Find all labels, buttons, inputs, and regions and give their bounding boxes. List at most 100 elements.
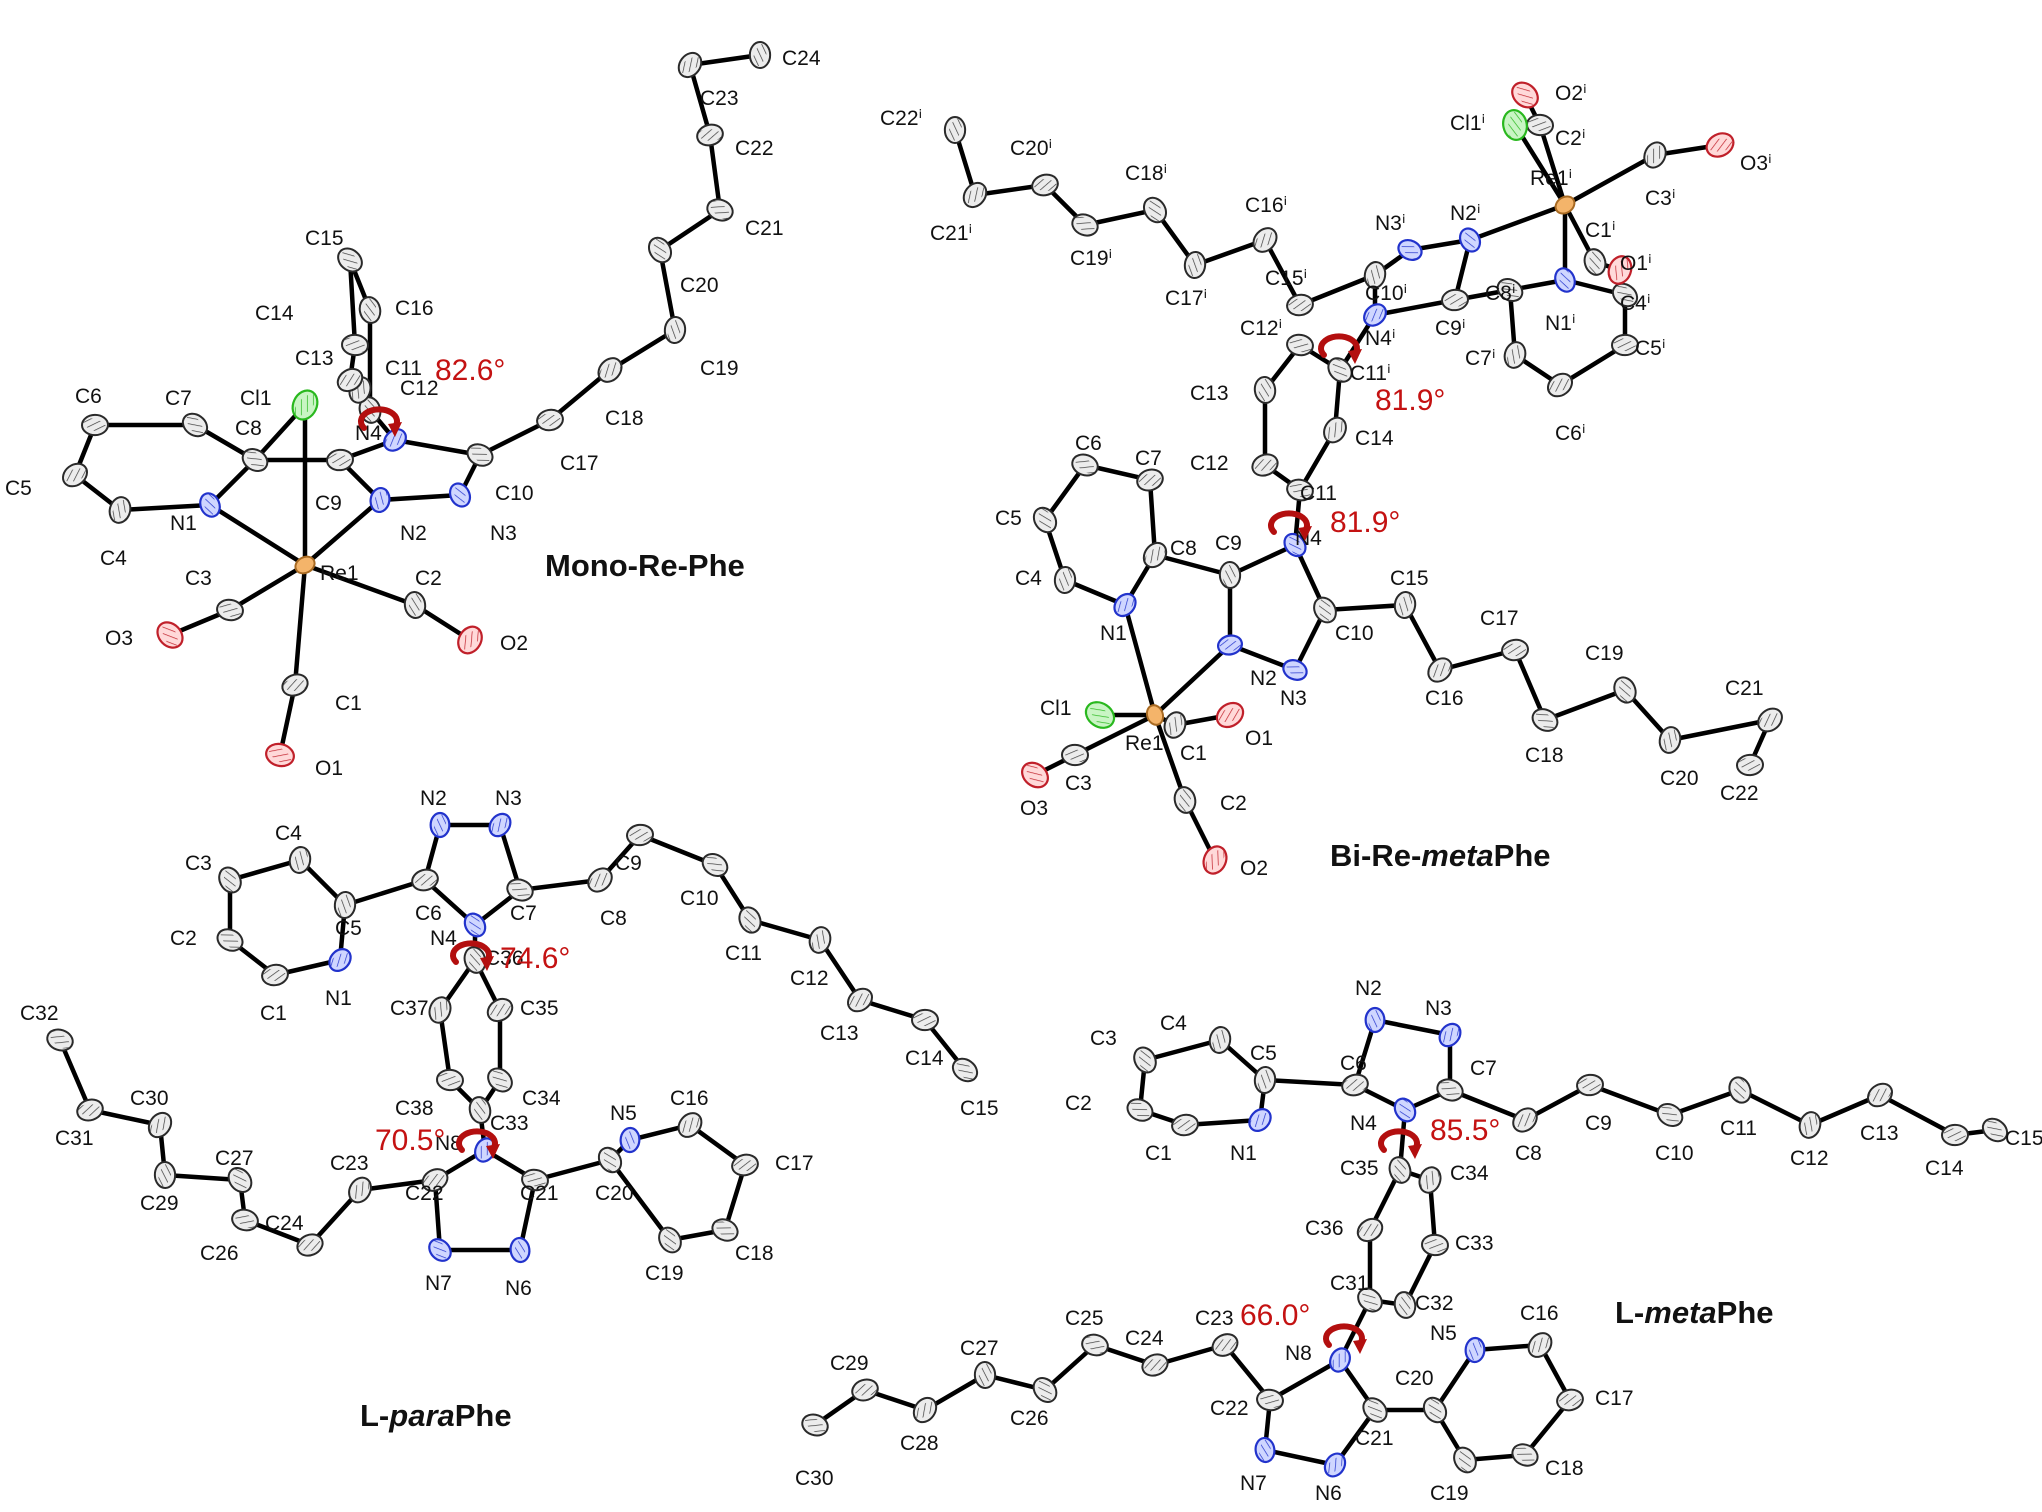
mono-re-phe-bond bbox=[117, 502, 213, 513]
bi-re-metaphe-atom-label: C16ⁱ bbox=[1245, 194, 1287, 217]
l-paraphe-atom-c13 bbox=[847, 987, 873, 1013]
l-metaphe-atom-c20 bbox=[1422, 1396, 1448, 1424]
bi-re-metaphe-bond bbox=[1152, 642, 1233, 718]
mono-re-phe-atom-o2 bbox=[457, 625, 483, 655]
bi-re-metaphe-atom-label: O2ⁱ bbox=[1555, 82, 1587, 105]
l-metaphe-atom-label: C14 bbox=[1925, 1157, 1964, 1180]
mono-re-phe-bond bbox=[302, 497, 383, 568]
bi-re-metaphe-atom-c12 bbox=[1286, 333, 1314, 357]
l-metaphe-atom-n5 bbox=[1464, 1336, 1486, 1364]
l-metaphe-atom-label: C12 bbox=[1790, 1147, 1829, 1170]
mono-re-phe-atom-label: C3 bbox=[185, 567, 212, 590]
l-metaphe-atom-n4 bbox=[1393, 1097, 1417, 1123]
bi-re-metaphe-atom-cl1 bbox=[1502, 109, 1528, 141]
l-metaphe-atom-label: C13 bbox=[1860, 1122, 1899, 1145]
l-metaphe-atom-label: C7 bbox=[1470, 1057, 1497, 1080]
bi-re-metaphe-atom-label: C22 bbox=[1720, 782, 1759, 805]
bi-re-metaphe-atom-c21 bbox=[962, 181, 988, 209]
l-metaphe-atom-c9 bbox=[1576, 1073, 1604, 1097]
l-metaphe-torsion-arrow bbox=[1378, 1128, 1422, 1159]
l-paraphe-atom-label: N6 bbox=[505, 1277, 532, 1300]
l-metaphe-bond bbox=[1267, 1357, 1343, 1403]
l-paraphe-atom-label: C29 bbox=[140, 1192, 179, 1215]
mono-re-phe-atom-label: C17 bbox=[560, 452, 599, 475]
l-metaphe-atom-c7 bbox=[1436, 1078, 1464, 1102]
mono-re-phe-bond bbox=[657, 207, 723, 253]
l-metaphe-atom-c29 bbox=[851, 1378, 879, 1402]
mono-re-phe-atom-label: C7 bbox=[165, 387, 192, 410]
atom-layer bbox=[46, 41, 2009, 1478]
bi-re-metaphe-atom-label: C6ⁱ bbox=[1555, 422, 1586, 445]
bi-re-metaphe-atom-n3 bbox=[1282, 659, 1308, 681]
l-metaphe-atom-label: N1 bbox=[1230, 1142, 1257, 1165]
l-paraphe-atom-label: C11 bbox=[725, 942, 762, 965]
bi-re-metaphe-atom-label: C11ⁱ bbox=[1350, 362, 1391, 385]
l-paraphe-atom-label: C31 bbox=[55, 1127, 94, 1150]
l-paraphe-atom-label: C27 bbox=[215, 1147, 254, 1170]
mono-re-phe-bond bbox=[347, 257, 358, 348]
l-paraphe-atom-n7 bbox=[428, 1238, 452, 1262]
l-metaphe-atom-c36 bbox=[1356, 1217, 1384, 1243]
bi-re-metaphe-atom-label: C8ⁱ bbox=[1485, 282, 1516, 305]
bi-re-metaphe-atom-c12 bbox=[1251, 453, 1279, 477]
bi-re-metaphe-atom-o1 bbox=[1607, 255, 1633, 285]
bi-re-metaphe-atom-n1 bbox=[1113, 592, 1137, 618]
bi-re-metaphe-atom-re1 bbox=[1554, 195, 1576, 215]
l-metaphe-atom-label: C33 bbox=[1455, 1232, 1494, 1255]
l-metaphe-atom-c12 bbox=[1798, 1111, 1822, 1139]
l-paraphe-atom-label: C12 bbox=[790, 967, 829, 990]
l-paraphe-atom-n6 bbox=[509, 1236, 531, 1264]
l-paraphe-atom-c4 bbox=[288, 846, 312, 874]
l-paraphe-atom-label: C13 bbox=[820, 1022, 859, 1045]
l-paraphe-atom-label: C8 bbox=[600, 907, 627, 930]
l-metaphe-bond bbox=[1262, 1077, 1358, 1088]
l-metaphe-atom-c19 bbox=[1453, 1446, 1477, 1474]
bi-re-metaphe-atom-c21 bbox=[1757, 707, 1783, 733]
bi-re-metaphe-atom-c5 bbox=[1032, 506, 1058, 534]
l-paraphe-atom-label: C36 bbox=[485, 947, 524, 970]
mono-re-phe-atom-c8 bbox=[241, 448, 269, 472]
mono-re-phe-atom-c6 bbox=[81, 413, 109, 437]
bi-re-metaphe-atom-label: Re1 bbox=[1125, 732, 1164, 755]
bi-re-metaphe-atom-label: C2 bbox=[1220, 792, 1247, 815]
l-paraphe-atom-c6 bbox=[411, 868, 439, 892]
bi-re-metaphe-atom-label: Re1ⁱ bbox=[1530, 167, 1572, 190]
l-paraphe-atom-c1 bbox=[261, 963, 289, 987]
mono-re-phe-atom-c4 bbox=[108, 496, 132, 524]
bi-re-metaphe-atom-label: C15 bbox=[1390, 567, 1429, 590]
l-paraphe-atom-c20 bbox=[597, 1146, 623, 1174]
l-paraphe-atom-c38 bbox=[436, 1068, 464, 1092]
bi-re-metaphe-atom-label: C19 bbox=[1585, 642, 1624, 665]
torsion-arrow-layer: 82.6°81.9°81.9°74.6°70.5°85.5°66.0° bbox=[358, 333, 1500, 1354]
l-paraphe-atom-label: C23 bbox=[330, 1152, 369, 1175]
l-paraphe-bond bbox=[517, 877, 603, 893]
bi-re-metaphe-atom-label: C19ⁱ bbox=[1070, 247, 1112, 270]
mono-re-phe-atom-label: C24 bbox=[782, 47, 821, 70]
l-metaphe-bond bbox=[1667, 1087, 1743, 1118]
bi-re-metaphe-atom-label: C7 bbox=[1135, 447, 1162, 470]
l-metaphe-atom-c16 bbox=[1527, 1332, 1553, 1358]
l-metaphe-bond bbox=[1372, 1017, 1453, 1038]
bi-re-metaphe-atom-c1 bbox=[1583, 248, 1607, 276]
l-paraphe-atom-n1 bbox=[328, 948, 352, 972]
mono-re-phe-atom-label: C5 bbox=[5, 477, 32, 500]
mono-re-phe-atom-label: C18 bbox=[605, 407, 644, 430]
mono-re-phe-bond bbox=[207, 502, 308, 568]
bi-re-metaphe-atom-label: C17ⁱ bbox=[1165, 287, 1207, 310]
l-paraphe-atom-c15 bbox=[951, 1057, 979, 1083]
l-metaphe-atom-n2 bbox=[1364, 1006, 1386, 1034]
bi-re-metaphe-atom-label: N2ⁱ bbox=[1450, 202, 1481, 225]
l-paraphe-atom-label: N3 bbox=[495, 787, 522, 810]
l-metaphe-atom-c2 bbox=[1126, 1098, 1154, 1122]
bi-re-metaphe-atom-c13 bbox=[1253, 376, 1277, 404]
bi-re-metaphe-atom-label: C20 bbox=[1660, 767, 1699, 790]
bi-re-metaphe-atom-o1 bbox=[1215, 701, 1245, 729]
l-paraphe-atom-label: C32 bbox=[20, 1002, 59, 1025]
l-paraphe-atom-c36 bbox=[463, 946, 487, 974]
bi-re-metaphe-atom-c16 bbox=[1252, 227, 1278, 253]
bi-re-metaphe-atom-label: N1 bbox=[1100, 622, 1127, 645]
bi-re-metaphe-atom-c10 bbox=[1363, 261, 1387, 289]
l-metaphe-atom-c3 bbox=[1133, 1046, 1157, 1074]
l-metaphe-atom-n8 bbox=[1329, 1347, 1351, 1373]
bi-re-metaphe-atom-c7 bbox=[1503, 341, 1527, 369]
